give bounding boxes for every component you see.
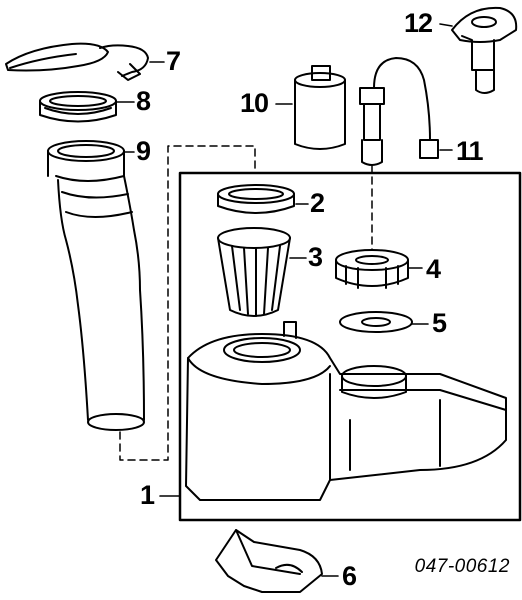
strainer-filter-part bbox=[217, 227, 291, 317]
callout-9: 9 bbox=[136, 136, 151, 166]
assembly-frame bbox=[178, 171, 522, 522]
filler-neck-part bbox=[47, 140, 145, 431]
dashed-guide-hose bbox=[119, 145, 256, 461]
callout-6: 6 bbox=[342, 561, 357, 591]
callout-11: 11 bbox=[456, 136, 484, 166]
pump-with-wire-part bbox=[359, 57, 439, 166]
part-number: 047-00612 bbox=[414, 556, 510, 577]
callout-1: 1 bbox=[140, 480, 155, 510]
leader-line-12 bbox=[439, 23, 453, 27]
callout-2: 2 bbox=[310, 188, 325, 218]
callout-3: 3 bbox=[308, 242, 323, 272]
gasket-part bbox=[339, 311, 413, 333]
pump-motor-part bbox=[294, 65, 346, 150]
seal-ring-part bbox=[39, 91, 117, 123]
callout-8: 8 bbox=[136, 86, 151, 116]
lock-ring-part bbox=[335, 249, 409, 289]
reservoir-tank-part bbox=[185, 321, 507, 501]
mounting-bracket-part bbox=[215, 529, 323, 593]
washer-nozzle-part bbox=[451, 6, 518, 94]
callout-12: 12 bbox=[404, 8, 433, 38]
tank-seal-part bbox=[217, 184, 295, 214]
callout-10: 10 bbox=[240, 88, 269, 118]
callout-7: 7 bbox=[166, 46, 181, 76]
callout-5: 5 bbox=[432, 308, 447, 338]
callout-4: 4 bbox=[426, 254, 441, 284]
filler-cap-part bbox=[5, 42, 149, 81]
